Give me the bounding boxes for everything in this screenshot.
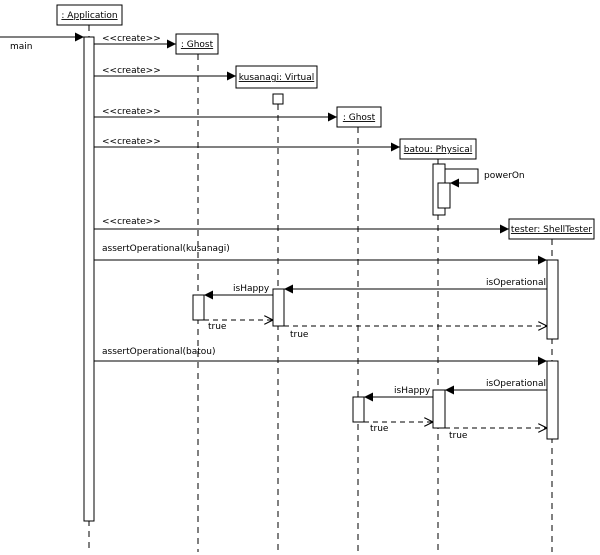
ghost1-object[interactable]: : Ghost bbox=[175, 33, 219, 55]
is-happy-1-label: isHappy bbox=[233, 284, 270, 294]
tester-activation-1 bbox=[546, 259, 559, 340]
create-batou-label: <<create>> bbox=[102, 137, 161, 147]
ghost2-activation bbox=[352, 396, 365, 423]
is-operational-1-label: isOperational bbox=[486, 278, 546, 288]
ghost1-object-label: : Ghost bbox=[181, 40, 214, 50]
kusanagi-object[interactable]: kusanagi: Virtual bbox=[235, 65, 318, 89]
true-1b-label: true bbox=[290, 330, 309, 340]
create-ghost2-label: <<create>> bbox=[102, 107, 161, 117]
power-on-label: powerOn bbox=[484, 171, 525, 181]
tester-activation-2 bbox=[546, 360, 559, 440]
ghost2-object-label: : Ghost bbox=[343, 113, 376, 123]
ghost1-activation bbox=[192, 294, 205, 321]
kusanagi-object-label: kusanagi: Virtual bbox=[239, 73, 315, 83]
create-ghost1-label: <<create>> bbox=[102, 34, 161, 44]
assert-kusanagi-label: assertOperational(kusanagi) bbox=[102, 244, 230, 254]
kusanagi-activation bbox=[272, 288, 285, 327]
batou-activation-2 bbox=[432, 389, 446, 429]
application-object-label: : Application bbox=[61, 11, 117, 21]
is-operational-2-label: isOperational bbox=[486, 379, 546, 389]
application-activation bbox=[83, 36, 95, 522]
true-2b-label: true bbox=[449, 431, 468, 441]
batou-activation-inner bbox=[437, 182, 451, 209]
is-happy-2-label: isHappy bbox=[394, 386, 431, 396]
assert-batou-label: assertOperational(batou) bbox=[102, 347, 215, 357]
tester-object-label: tester: ShellTester bbox=[511, 225, 592, 235]
true-1a-label: true bbox=[208, 322, 227, 332]
power-on-arrow bbox=[445, 168, 479, 188]
create-kusanagi-label: <<create>> bbox=[102, 66, 161, 76]
true-2a-label: true bbox=[370, 424, 389, 434]
tester-object[interactable]: tester: ShellTester bbox=[508, 218, 595, 240]
main-label: main bbox=[10, 42, 33, 52]
ghost2-object[interactable]: : Ghost bbox=[336, 106, 382, 128]
application-object[interactable]: : Application bbox=[56, 4, 123, 26]
batou-object-label: batou: Physical bbox=[404, 145, 472, 155]
batou-object[interactable]: batou: Physical bbox=[399, 138, 477, 160]
kusanagi-small-activation bbox=[272, 93, 284, 105]
create-tester-label: <<create>> bbox=[102, 217, 161, 227]
